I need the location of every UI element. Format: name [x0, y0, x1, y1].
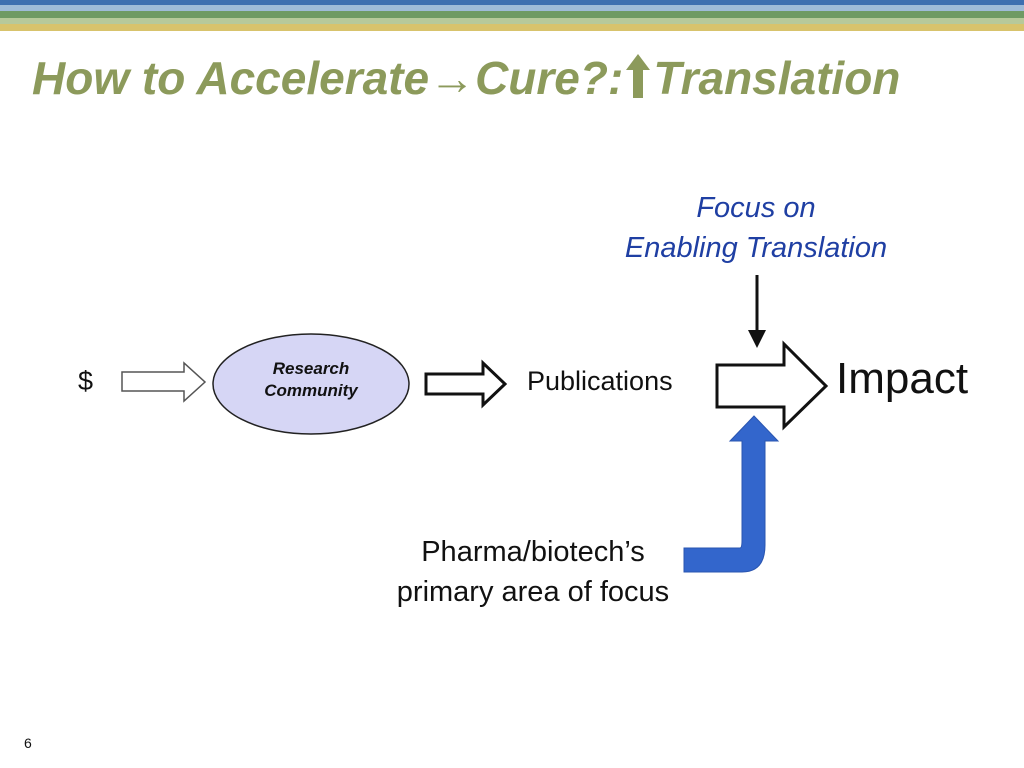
focus-line-1: Focus on	[696, 192, 816, 224]
research-label-line-2: Community	[264, 381, 358, 400]
page-number: 6	[24, 735, 32, 751]
impact-label: Impact	[836, 354, 969, 403]
research-community-label: Research Community	[212, 358, 410, 402]
stripe-light-green	[0, 18, 1024, 24]
stripe-blue	[0, 0, 1024, 5]
pharma-line-2: primary area of focus	[396, 576, 670, 608]
pharma-line-1: Pharma/biotech’s	[421, 536, 645, 568]
research-label-line-1: Research	[272, 359, 350, 378]
stripe-light-blue	[0, 5, 1024, 11]
pharma-annotation: Pharma/biotech’s primary area of focus	[368, 532, 698, 612]
dollar-label: $	[78, 366, 94, 396]
stripe-green	[0, 11, 1024, 18]
arrow-to-research	[121, 361, 207, 403]
research-community-node	[212, 333, 410, 435]
pharma-blue-arrow	[683, 415, 780, 573]
slide-title: How to Accelerate→Cure?: Translation	[32, 46, 1012, 110]
focus-down-arrow-head	[748, 330, 766, 348]
up-arrow-icon	[625, 52, 651, 100]
arrow-to-publications	[424, 359, 508, 409]
focus-line-2: Enabling Translation	[624, 232, 888, 264]
publications-label: Publications	[527, 366, 673, 396]
arrow-to-impact	[715, 340, 829, 431]
focus-annotation: Focus on Enabling Translation	[590, 188, 922, 268]
title-part-1: How to Accelerate→Cure?:	[32, 52, 624, 104]
stripe-gold	[0, 24, 1024, 31]
header-stripes	[0, 0, 1024, 32]
title-part-2: Translation	[653, 52, 901, 104]
